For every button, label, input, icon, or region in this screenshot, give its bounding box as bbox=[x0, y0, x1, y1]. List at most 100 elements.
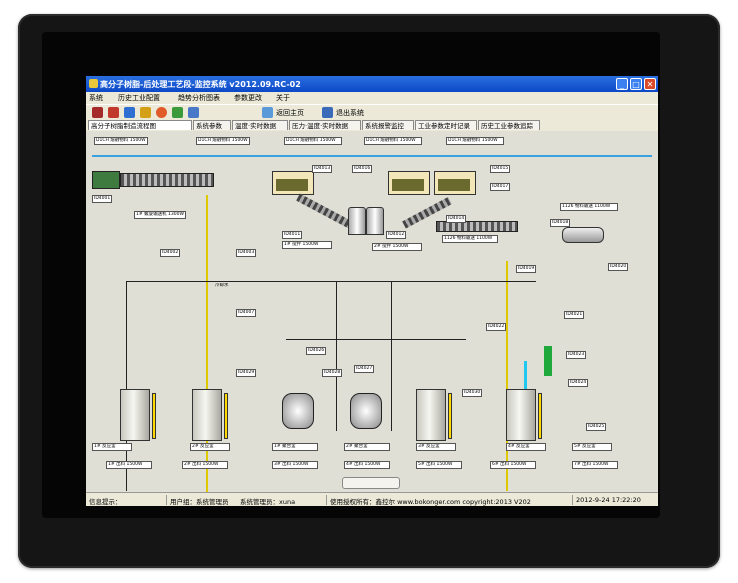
tab-temperature[interactable]: 温度·实时数据 bbox=[232, 120, 288, 130]
exit-icon[interactable] bbox=[322, 107, 333, 118]
minimize-button[interactable]: _ bbox=[616, 78, 628, 90]
tag-label: ID4020 bbox=[608, 263, 628, 271]
reactor-1 bbox=[282, 393, 314, 429]
tab-record[interactable]: 工业参数定时记录 bbox=[415, 120, 477, 130]
tab-alarm[interactable]: 系统报警监控 bbox=[362, 120, 414, 130]
tag-label: ID4026 bbox=[306, 347, 326, 355]
exit-button[interactable]: 退出系统 bbox=[336, 109, 364, 117]
stop-icon[interactable] bbox=[92, 107, 103, 118]
hopper-3-fill bbox=[438, 179, 470, 191]
tank-label-5: 5# 反应釜 bbox=[572, 443, 612, 451]
tag-label: ID4017 bbox=[490, 183, 510, 191]
green-valve bbox=[544, 346, 552, 376]
tank-label-2: 2# 反应釜 bbox=[190, 443, 230, 451]
tag-label: ID4018 bbox=[550, 219, 570, 227]
menu-trend-analysis[interactable]: 趋势分析图表 bbox=[178, 94, 220, 102]
pipe-h1 bbox=[206, 281, 536, 282]
title-bar: 高分子树脂-后处理工艺段-监控系统 v2012.09.RC-02 _ □ ✕ bbox=[86, 76, 658, 92]
yellow-pipe-2 bbox=[506, 261, 508, 491]
storage-tank-4 bbox=[506, 389, 536, 441]
process-diagram: D1CH 熔融物料 1500W D1CH 熔融物料 1500W D1CH 熔融物… bbox=[86, 131, 658, 495]
tag-label: ID4030 bbox=[462, 389, 482, 397]
top-flow-label-4: D1CH 熔融物料 1500W bbox=[364, 137, 422, 145]
pipe-v3 bbox=[126, 281, 127, 491]
toolbar: 返回主页 退出系统 bbox=[86, 104, 658, 120]
tag-label: ID4029 bbox=[236, 369, 256, 377]
yellow-pipe-1 bbox=[206, 195, 208, 495]
status-user-group: 用户组：系统管理员 bbox=[170, 498, 229, 506]
tag-label: ID4016 bbox=[352, 165, 372, 173]
tag-label: ID4028 bbox=[322, 369, 342, 377]
mixer-2-label: 2# 搅拌 1500W bbox=[372, 243, 422, 251]
top-flow-label-2: D1CH 熔融物料 1500W bbox=[196, 137, 250, 145]
right-feed-label: 1126 物料输送 1100W bbox=[560, 203, 618, 211]
tag-label: ID4001 bbox=[92, 195, 112, 203]
tag-label: ID4012 bbox=[386, 231, 406, 239]
window-title: 高分子树脂-后处理工艺段-监控系统 v2012.09.RC-02 bbox=[100, 80, 301, 89]
menu-params[interactable]: 参数更改 bbox=[234, 94, 262, 102]
chart-icon[interactable] bbox=[124, 107, 135, 118]
bottom-label-5: 5# 出料 1500W bbox=[416, 461, 462, 469]
mixer-1-label: 1# 搅拌 1500W bbox=[282, 241, 332, 249]
tag-label: ID4002 bbox=[160, 249, 180, 257]
bottom-label-1: 1# 出料 1500W bbox=[106, 461, 152, 469]
cooling-water-label: 冷却水 bbox=[215, 283, 229, 288]
screw-conveyor bbox=[120, 173, 214, 187]
settings-icon[interactable] bbox=[140, 107, 151, 118]
level-gauge-1 bbox=[152, 393, 156, 439]
status-copyright: 使用授权所有：鑫控尔 www.bokonger.com copyright:20… bbox=[330, 498, 531, 506]
tab-bar: 高分子树脂制造流程图 系统参数 温度·实时数据 压力·温度·实时数据 系统报警监… bbox=[86, 119, 658, 131]
tag-label: ID4023 bbox=[566, 351, 586, 359]
main-pipe bbox=[92, 155, 652, 157]
tag-label: ID4015 bbox=[490, 165, 510, 173]
storage-tank-1 bbox=[120, 389, 150, 441]
incline-conveyor-1 bbox=[296, 193, 353, 229]
tab-process-flow[interactable]: 高分子树脂制造流程图 bbox=[88, 120, 192, 130]
tab-system-params[interactable]: 系统参数 bbox=[193, 120, 231, 130]
menu-history-config[interactable]: 历史工业配置 bbox=[118, 94, 160, 102]
record-icon[interactable] bbox=[156, 107, 167, 118]
app-icon bbox=[89, 79, 98, 88]
silo-2 bbox=[366, 207, 384, 235]
reactor-label-a: 1# 聚合釜 bbox=[272, 443, 318, 451]
alarm-icon[interactable] bbox=[108, 107, 119, 118]
tab-pressure-temp[interactable]: 压力·温度·实时数据 bbox=[289, 120, 361, 130]
tag-label: ID4022 bbox=[486, 323, 506, 331]
dryer-screw bbox=[436, 221, 518, 232]
menu-about[interactable]: 关于 bbox=[276, 94, 290, 102]
tab-history[interactable]: 历史工业参数追踪 bbox=[478, 120, 540, 130]
home-button[interactable]: 返回主页 bbox=[276, 109, 304, 117]
tag-label: ID4027 bbox=[354, 365, 374, 373]
maximize-button[interactable]: □ bbox=[630, 78, 642, 90]
print-icon[interactable] bbox=[172, 107, 183, 118]
hopper-2-fill bbox=[392, 179, 424, 191]
storage-tank-3 bbox=[416, 389, 446, 441]
close-button[interactable]: ✕ bbox=[644, 78, 656, 90]
top-flow-label-5: D1CH 熔融物料 1500W bbox=[446, 137, 504, 145]
tank-label-4: 4# 反应釜 bbox=[506, 443, 546, 451]
bottom-label-2: 2# 出料 1500W bbox=[182, 461, 228, 469]
nav-controls[interactable] bbox=[342, 477, 400, 489]
bottom-label-3: 3# 出料 1500W bbox=[272, 461, 318, 469]
tag-label: ID4019 bbox=[516, 265, 536, 273]
tag-label: ID4013 bbox=[312, 165, 332, 173]
status-admin: 系统管理员：xuna bbox=[240, 498, 296, 506]
hopper-1-fill bbox=[276, 179, 308, 191]
menu-system[interactable]: 系统 bbox=[89, 94, 103, 102]
pipe-h3 bbox=[126, 281, 206, 282]
silo-1 bbox=[348, 207, 366, 235]
status-datetime: 2012-9-24 17:22:20 bbox=[576, 496, 641, 504]
home-icon[interactable] bbox=[262, 107, 273, 118]
level-gauge-3 bbox=[448, 393, 452, 439]
refresh-icon[interactable] bbox=[188, 107, 199, 118]
level-gauge-4 bbox=[538, 393, 542, 439]
tag-label: ID4007 bbox=[236, 309, 256, 317]
bottom-label-6: 6# 出料 1500W bbox=[490, 461, 536, 469]
menu-bar: 系统 历史工业配置 趋势分析图表 参数更改 关于 bbox=[86, 92, 658, 104]
reactor-label-b: 2# 聚合釜 bbox=[344, 443, 390, 451]
reactor-2 bbox=[350, 393, 382, 429]
pipe-h2 bbox=[286, 339, 466, 340]
tag-label: ID4014 bbox=[446, 215, 466, 223]
bottom-label-7: 7# 出料 1500W bbox=[572, 461, 618, 469]
tag-label: ID4025 bbox=[586, 423, 606, 431]
